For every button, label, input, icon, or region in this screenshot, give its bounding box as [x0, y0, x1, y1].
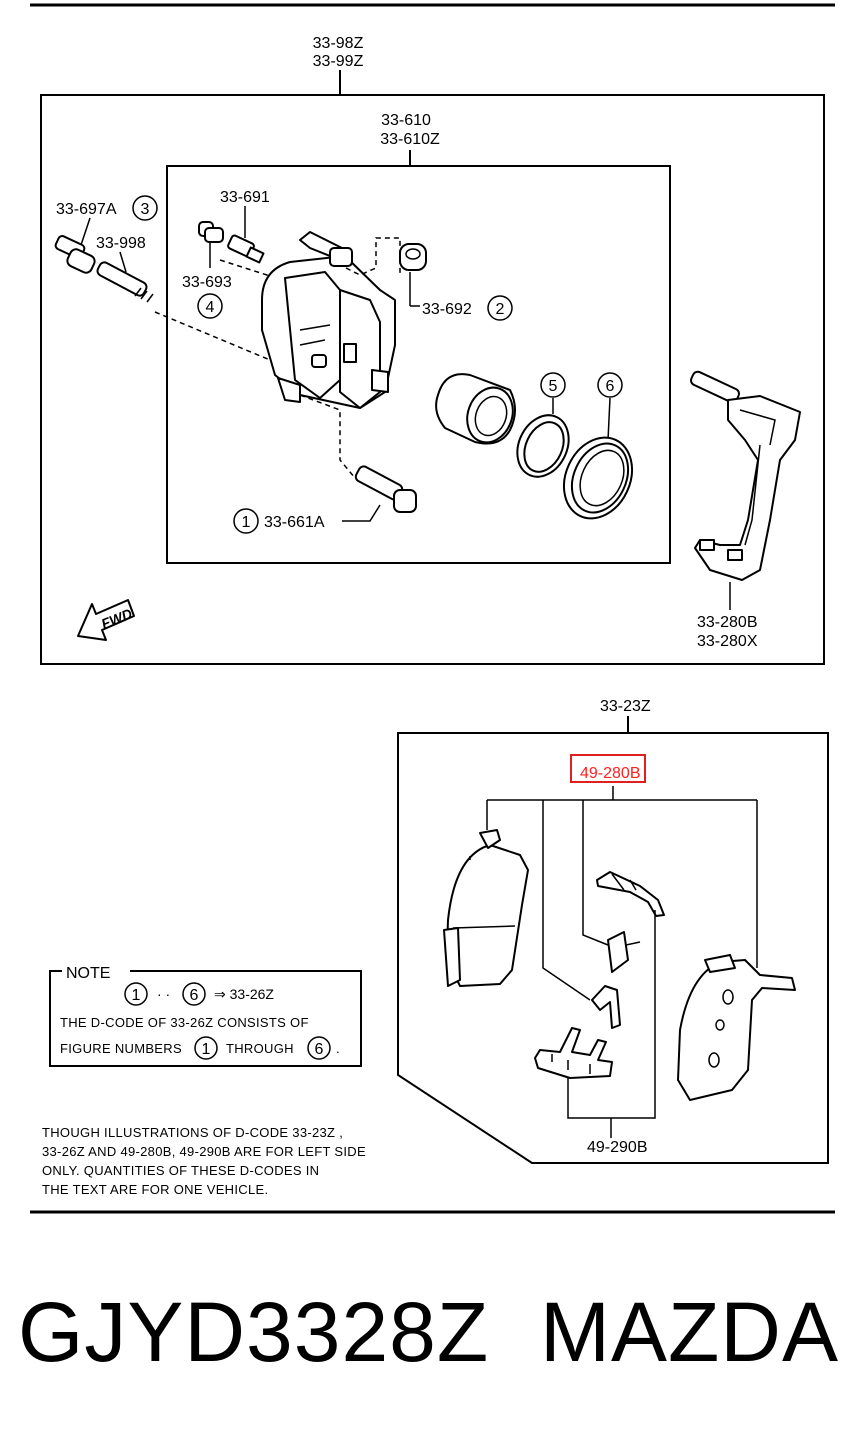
fwd-label: FWD	[99, 605, 135, 632]
piston	[435, 373, 516, 445]
caliper-assembly-frame	[40, 94, 825, 665]
callout-5: 5	[549, 378, 558, 395]
highlight-code: 49-280B	[580, 765, 641, 782]
pad-kit-frame	[397, 732, 829, 1164]
svg-text:· ·: · ·	[157, 986, 170, 1002]
note-line-3-a: 1	[202, 1041, 211, 1058]
dust-cap	[399, 243, 427, 271]
assembly-code-2: 33-99Z	[313, 53, 364, 70]
note-line-3-b: 6	[315, 1041, 324, 1058]
callout-circle-1	[233, 508, 259, 534]
label-33-998: 33-998	[96, 235, 146, 252]
callout-3: 3	[141, 201, 150, 218]
brake-pad-inner	[443, 829, 529, 987]
caliper-body	[261, 231, 396, 409]
guide-pin	[96, 261, 154, 303]
caliper-bracket	[690, 370, 801, 581]
callout-6: 6	[606, 378, 615, 395]
note-line-3-end: .	[336, 1041, 340, 1056]
assembly-code-1: 33-98Z	[313, 35, 364, 52]
label-33-280X: 33-280X	[697, 633, 758, 650]
callout-circle-6	[597, 372, 623, 398]
pad-clip-middle	[591, 985, 621, 1029]
callout-1: 1	[242, 514, 251, 531]
note-from: 1	[132, 987, 141, 1004]
bleeder-cap	[198, 221, 224, 243]
callout-circle-5	[540, 372, 566, 398]
callout-circle-3	[132, 195, 158, 221]
disclaimer-line-3: ONLY. QUANTITIES OF THESE D-CODES IN	[42, 1163, 319, 1178]
callout-2: 2	[496, 301, 505, 318]
disclaimer-line-1: THOUGH ILLUSTRATIONS OF D-CODE 33-23Z ,	[42, 1125, 343, 1140]
caliper-frame	[166, 165, 671, 564]
guide-pin-boot	[54, 235, 96, 274]
fwd-arrow-icon: FWD	[77, 599, 135, 641]
kit-code: 33-23Z	[600, 698, 651, 715]
label-33-661A: 33-661A	[264, 514, 325, 531]
dust-boot	[562, 436, 634, 520]
disclaimer-line-2: 33-26Z AND 49-280B, 49-290B ARE FOR LEFT…	[42, 1144, 366, 1159]
footer-part-number: GJYD3328Z	[18, 1285, 490, 1379]
guide-bolt	[354, 465, 417, 513]
callout-circle-4	[197, 293, 223, 319]
note-title: NOTE	[66, 965, 110, 982]
label-33-692: 33-692	[422, 301, 472, 318]
bleeder-screw	[227, 234, 265, 264]
note-line-3-pre: FIGURE NUMBERS	[60, 1041, 182, 1056]
note-line-2: THE D-CODE OF 33-26Z CONSISTS OF	[60, 1015, 309, 1030]
note-to: 6	[190, 987, 199, 1004]
note-box: NOTE 1 · · 6 ⇒ 33-26Z THE D-CODE OF 33-2…	[49, 965, 362, 1067]
highlight-box	[570, 754, 646, 783]
pad-clip-upper	[596, 871, 665, 973]
pad-shim	[534, 1027, 613, 1079]
footer-brand: MAZDA	[540, 1285, 839, 1379]
label-33-691: 33-691	[220, 189, 270, 206]
brake-pad-outer	[677, 954, 796, 1101]
label-33-693: 33-693	[182, 274, 232, 291]
callout-circle-2	[487, 295, 513, 321]
shim-code: 49-290B	[587, 1139, 648, 1156]
disclaimer-line-4: THE TEXT ARE FOR ONE VEHICLE.	[42, 1182, 268, 1197]
label-33-280B: 33-280B	[697, 614, 758, 631]
label-33-697A: 33-697A	[56, 201, 117, 218]
piston-seal	[516, 414, 570, 478]
callout-4: 4	[206, 299, 215, 316]
caliper-code-1: 33-610	[381, 112, 431, 129]
note-arrow-code: ⇒ 33-26Z	[214, 986, 274, 1002]
note-line-3-mid: THROUGH	[226, 1041, 294, 1056]
caliper-code-2: 33-610Z	[380, 131, 440, 148]
